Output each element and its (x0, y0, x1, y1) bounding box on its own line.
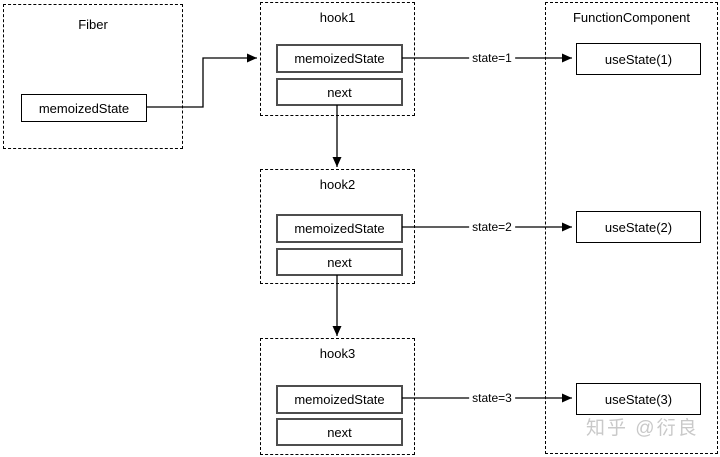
arrow-label-state-2: state=2 (469, 220, 515, 234)
usestate1-node: useState(1) (576, 43, 701, 75)
hook1-memoizedstate-node: memoizedState (276, 44, 403, 73)
fiber-group: Fiber memoizedState (3, 4, 183, 149)
hook2-memoizedstate-node: memoizedState (276, 214, 403, 243)
hook1-title: hook1 (319, 10, 356, 25)
watermark-text: 知乎 @衍良 (586, 418, 699, 439)
hook1-group: hook1 memoizedState next (260, 2, 415, 116)
hook2-group: hook2 memoizedState next (260, 169, 415, 284)
arrow-label-state-3: state=3 (469, 391, 515, 405)
usestate2-node: useState(2) (576, 211, 701, 243)
fiber-title: Fiber (78, 17, 108, 32)
hook1-next-node: next (276, 78, 403, 106)
hook3-group: hook3 memoizedState next (260, 338, 415, 455)
arrow-label-state-1: state=1 (469, 51, 515, 65)
hook3-memoizedstate-node: memoizedState (276, 385, 403, 414)
function-component-title: FunctionComponent (572, 10, 691, 25)
hook2-title: hook2 (319, 177, 356, 192)
hook3-next-node: next (276, 418, 403, 446)
fiber-memoizedstate-node: memoizedState (21, 94, 147, 122)
usestate3-node: useState(3) (576, 383, 701, 415)
hook3-title: hook3 (319, 346, 356, 361)
function-component-group: FunctionComponent useState(1) useState(2… (545, 2, 718, 454)
hook2-next-node: next (276, 248, 403, 276)
